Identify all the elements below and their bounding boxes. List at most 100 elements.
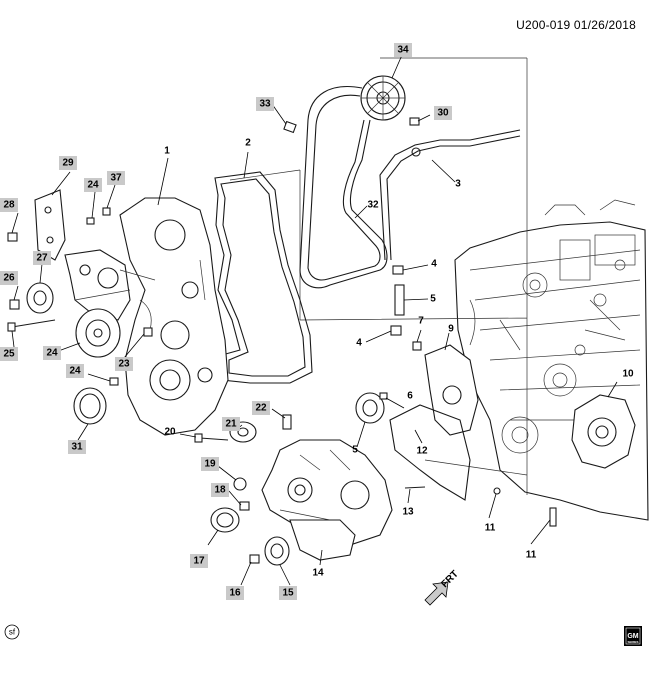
callout-32-label: 30 (437, 108, 449, 119)
callout-31: 29 (59, 156, 77, 170)
callout-9-label: 9 (448, 324, 454, 335)
callout-7-label: 6 (407, 391, 413, 402)
sf-label: sf (9, 628, 16, 637)
callout-23: 22 (252, 401, 270, 415)
water-pump (75, 308, 121, 358)
callout-26-label: 24 (46, 348, 58, 359)
callout-13: 12 (416, 446, 428, 457)
callout-14: 13 (402, 507, 414, 518)
bolt-19 (239, 501, 250, 511)
callout-6: 5 (352, 445, 358, 456)
bolt-21 (199, 437, 229, 441)
callout-27: 25 (0, 347, 18, 361)
callout-9: 9 (448, 324, 454, 335)
callout-36: 34 (394, 43, 412, 57)
camshaft-sprocket (360, 75, 406, 121)
callout-8: 7 (418, 316, 424, 327)
chain-tensioner (390, 265, 405, 336)
callout-24-lower: 24 (66, 364, 84, 378)
callout-12-label: 11 (485, 523, 496, 534)
callout-30: 28 (0, 198, 18, 212)
engine-block (454, 199, 649, 521)
callout-16: 15 (279, 586, 297, 600)
oil-pump-housing (261, 439, 393, 546)
callout-10-label: 10 (622, 369, 634, 380)
callout-6-label: 5 (352, 445, 358, 456)
crankshaft-sprocket (264, 536, 290, 566)
fuel-pump (571, 394, 636, 469)
bolt-17 (249, 554, 260, 564)
callouts: 34 33 30 3 2 1 29 24 37 28 32 4 5 4 7 9 … (0, 43, 634, 600)
callout-13-label: 12 (416, 446, 428, 457)
callout-5: 5 (430, 294, 436, 305)
accessory-bracket (64, 249, 156, 321)
callout-26: 24 (43, 346, 61, 360)
gm-logo: GM SERIES (624, 626, 642, 646)
callout-15-label: 14 (312, 568, 324, 579)
sf-symbol: sf (4, 624, 20, 640)
callout-19: 18 (211, 483, 229, 497)
callout-33: 31 (68, 440, 86, 454)
bolt-23 (282, 414, 292, 430)
callout-23-label: 22 (255, 403, 267, 414)
bolt-7 (379, 392, 388, 400)
bolt-27 (11, 319, 56, 328)
callout-4-upper: 4 (431, 259, 437, 270)
bolt-24-upper (86, 217, 95, 225)
front-cover-gasket (214, 171, 313, 384)
callout-8-label: 7 (418, 316, 424, 327)
front-crankshaft-seal (73, 387, 107, 425)
callout-29: 27 (33, 251, 51, 265)
gm-logo-text: GM (627, 633, 638, 640)
callout-12: 11 (485, 523, 496, 534)
callout-22-label: 21 (225, 419, 237, 430)
callout-2: 2 (245, 138, 251, 149)
callout-24-upper-label: 24 (87, 180, 99, 191)
callout-29-label: 27 (36, 253, 48, 264)
callout-21: 20 (164, 427, 176, 438)
gm-logo-subtext: SERIES (627, 640, 638, 644)
idler-pulley (26, 282, 54, 314)
callout-2-label: 2 (245, 138, 251, 149)
callout-24-lower-label: 24 (69, 366, 81, 377)
callout-21-label: 20 (164, 427, 176, 438)
callout-5-label: 5 (430, 294, 436, 305)
callout-4-lower: 4 (356, 338, 362, 349)
front-direction-arrow: FRT (424, 569, 461, 606)
callout-20: 19 (201, 457, 219, 471)
callout-28: 26 (0, 271, 18, 285)
callout-18-label: 17 (193, 556, 205, 567)
callout-17: 16 (226, 586, 244, 600)
leader-lines (11, 54, 618, 586)
bolt-11 (549, 507, 557, 527)
bolt-37 (102, 207, 111, 216)
callout-16-label: 15 (282, 588, 294, 599)
callout-4-lower-label: 4 (356, 338, 362, 349)
housing-gasket (389, 404, 471, 501)
bolt-25 (143, 327, 153, 337)
oil-pump-cover (289, 519, 356, 561)
callout-37-label: 37 (110, 173, 122, 184)
callout-27-label: 25 (3, 349, 15, 360)
stud-14 (404, 486, 426, 489)
callout-25-label: 23 (118, 359, 130, 370)
callout-30-label: 28 (3, 200, 15, 211)
callout-1-label: 1 (164, 146, 170, 157)
bolt-32 (409, 117, 420, 126)
bolt-24-lower (109, 377, 119, 386)
callout-3-label: 3 (455, 179, 461, 190)
bolt-35 (283, 120, 297, 134)
callout-3: 3 (455, 179, 461, 190)
callout-25: 23 (115, 357, 133, 371)
callout-7: 6 (407, 391, 413, 402)
callout-18: 17 (190, 554, 208, 568)
callout-32: 30 (434, 106, 452, 120)
plug-12 (493, 487, 501, 495)
bolt-28 (9, 299, 20, 310)
callout-37: 37 (107, 171, 125, 185)
callout-34-label: 32 (367, 200, 379, 211)
timing-cover (119, 197, 229, 436)
callout-35: 33 (256, 97, 274, 111)
callout-17-label: 16 (229, 588, 241, 599)
